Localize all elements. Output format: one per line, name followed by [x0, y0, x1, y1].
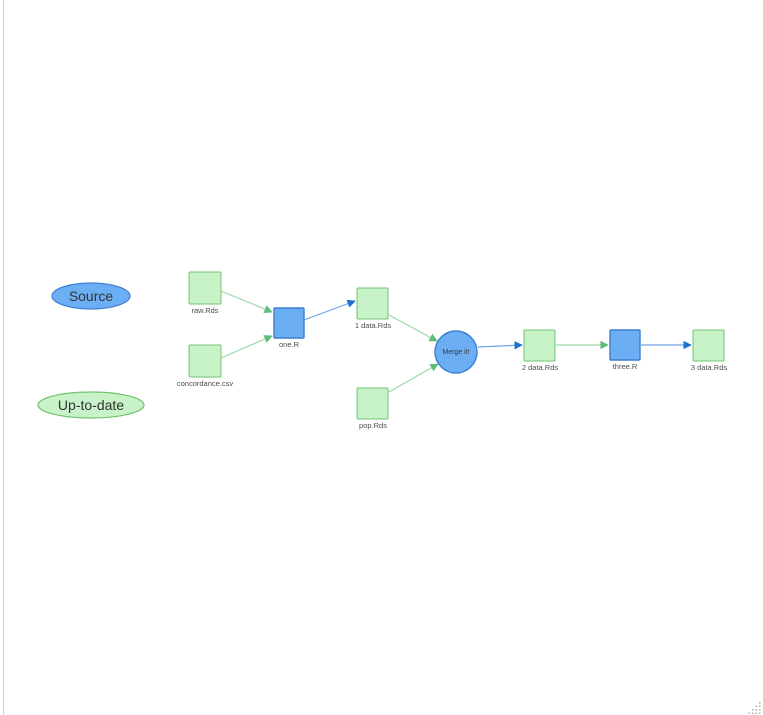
node-concordance-csv[interactable]	[188, 344, 222, 378]
edge-one-to-data1[interactable]	[303, 299, 356, 321]
legend-uptodate-label: Up-to-date	[58, 397, 124, 413]
labels-layer: Source Up-to-date raw.Rds concordance.cs…	[58, 288, 727, 430]
node-raw-rds[interactable]	[188, 271, 222, 305]
edge-concordance-to-one[interactable]	[220, 335, 273, 359]
node-label-one-r: one.R	[279, 340, 300, 349]
nodes-layer	[188, 271, 725, 420]
node-label-2-data-rds: 2 data.Rds	[522, 363, 559, 372]
node-label-pop-rds: pop.Rds	[359, 421, 387, 430]
edges-layer	[220, 290, 692, 393]
edge-raw-to-one[interactable]	[220, 290, 273, 314]
node-label-three-r: three.R	[613, 362, 638, 371]
node-label-concordance-csv: concordance.csv	[177, 379, 234, 388]
node-label-1-data-rds: 1 data.Rds	[355, 321, 392, 330]
legend-layer	[37, 282, 145, 419]
edge-data1-to-merge[interactable]	[388, 314, 438, 342]
edge-pop-to-merge[interactable]	[388, 363, 439, 393]
node-label-merge-it: Merge it!	[442, 349, 469, 356]
node-label-3-data-rds: 3 data.Rds	[691, 363, 728, 372]
node-merge-it[interactable]	[434, 330, 478, 374]
edge-merge-to-data2[interactable]	[477, 341, 523, 350]
legend-source-label: Source	[69, 288, 114, 304]
canvas-left-border	[3, 0, 4, 715]
node-2-data-rds[interactable]	[523, 329, 556, 362]
node-three-r[interactable]	[609, 329, 641, 361]
node-label-raw-rds: raw.Rds	[191, 306, 218, 315]
node-3-data-rds[interactable]	[692, 329, 725, 362]
node-1-data-rds[interactable]	[356, 287, 389, 320]
resize-grip-icon[interactable]	[748, 700, 762, 714]
legend-source-ellipse[interactable]	[51, 282, 131, 310]
legend-uptodate-ellipse[interactable]	[37, 391, 145, 419]
node-one-r[interactable]	[273, 307, 305, 339]
node-pop-rds[interactable]	[356, 387, 389, 420]
